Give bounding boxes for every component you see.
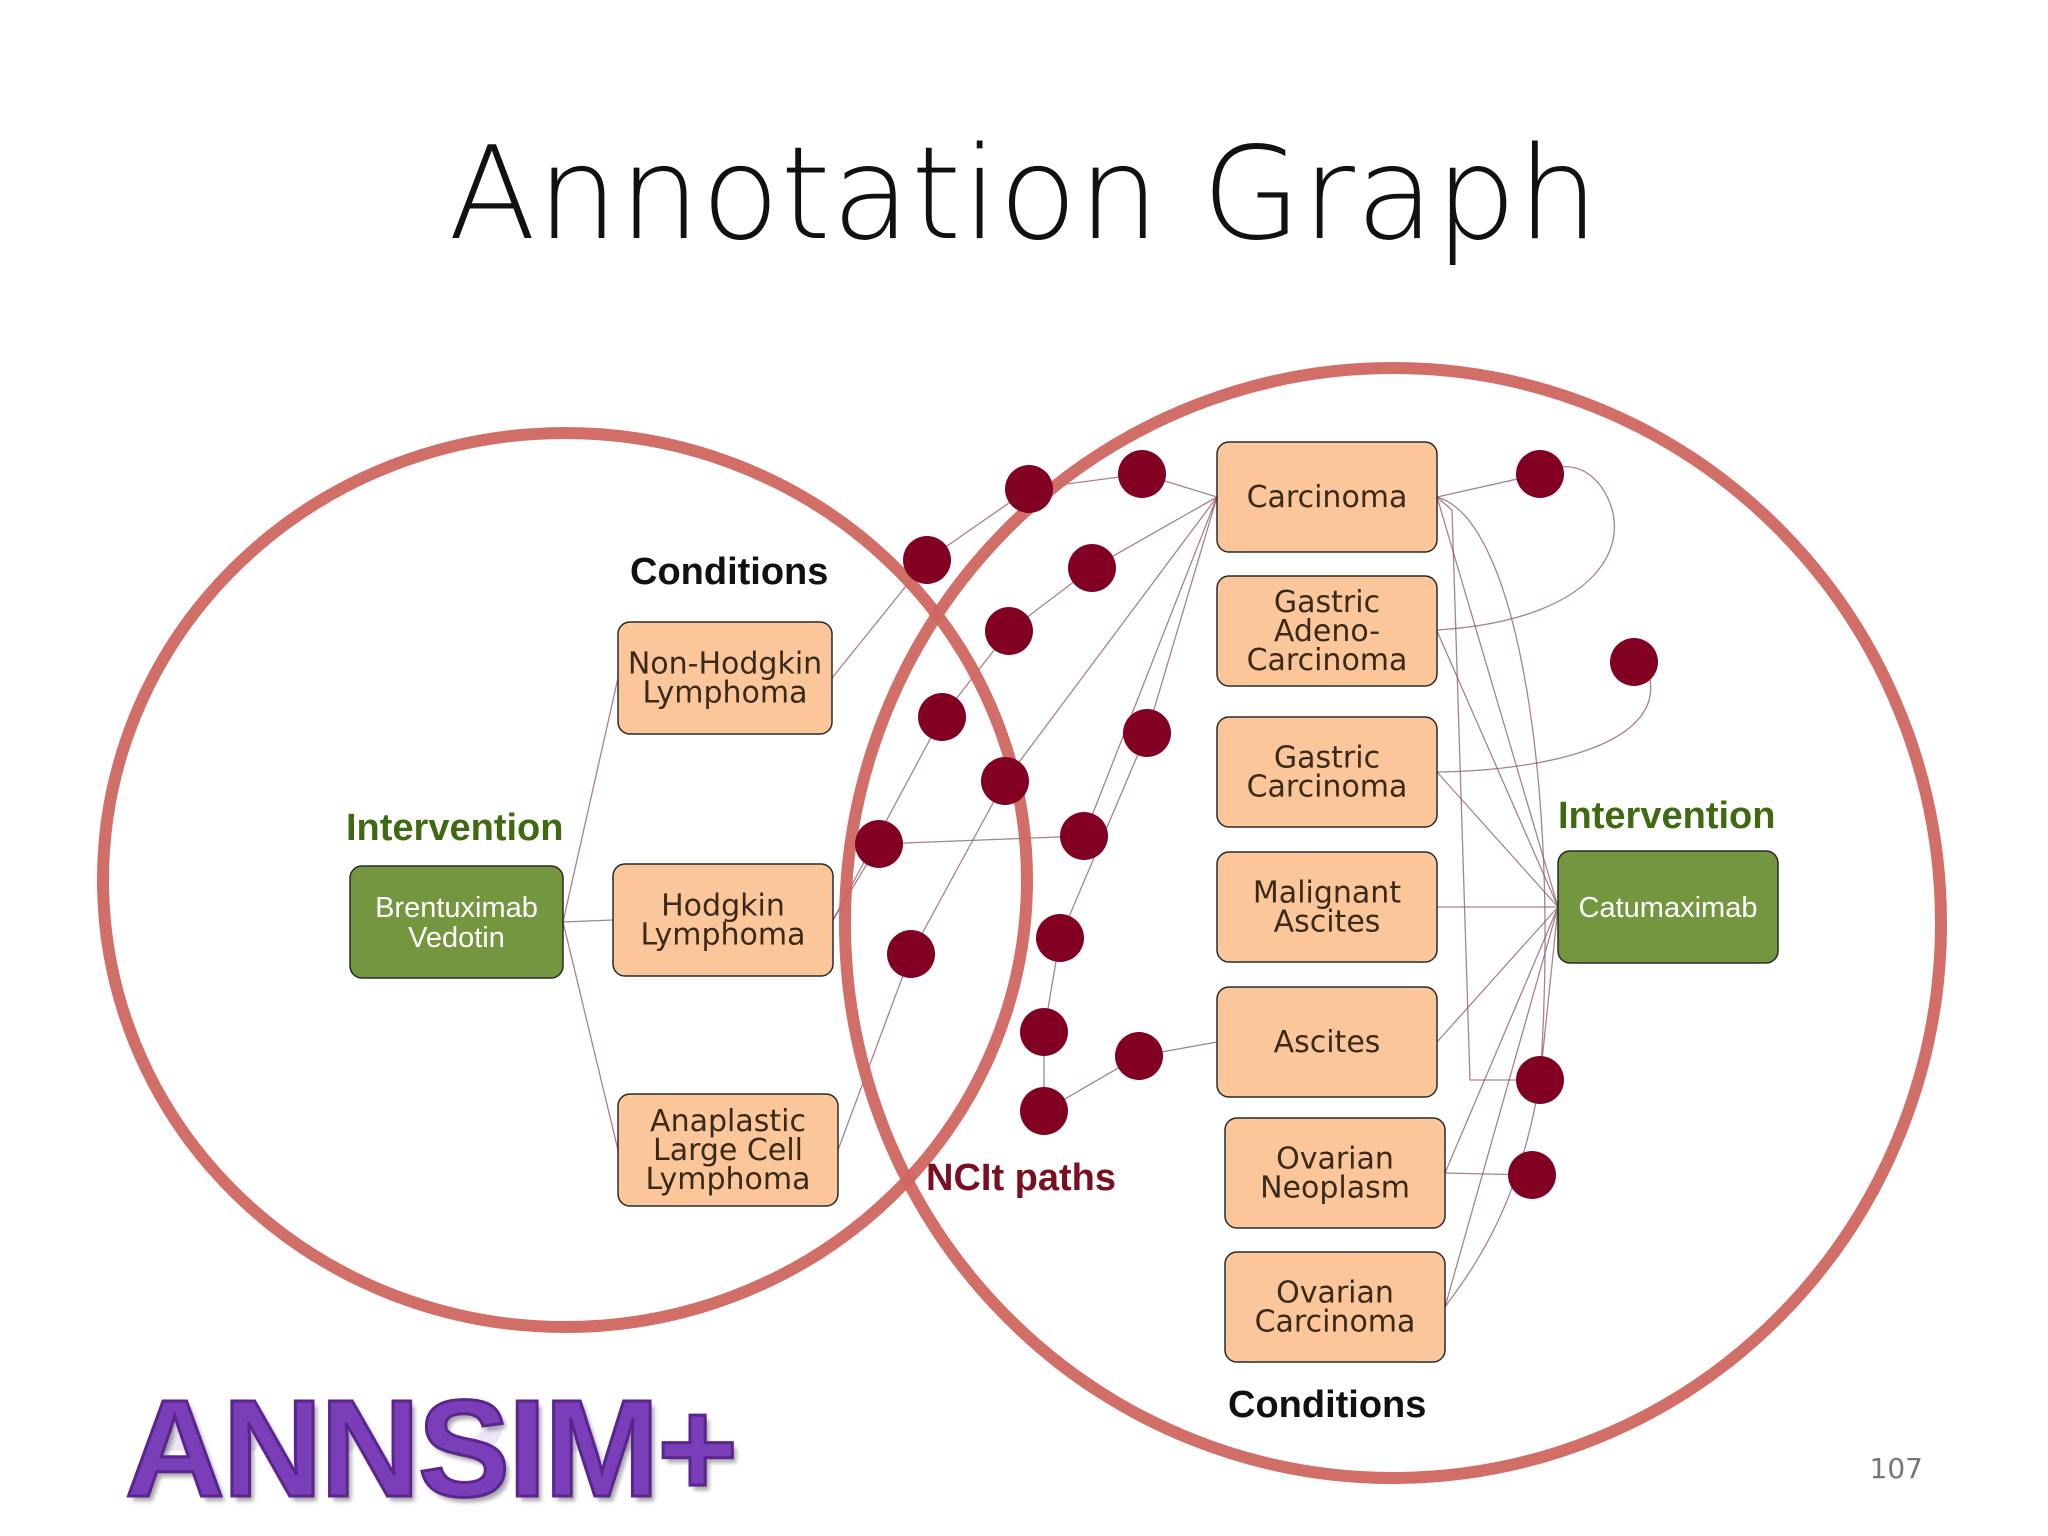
ncit-path-node — [1118, 450, 1166, 498]
ncit-path-node — [1508, 1151, 1556, 1199]
left-condition-node-0-label-line: Non-Hodgkin — [628, 647, 822, 682]
right-intervention-node-label-line: Catumaximab — [1579, 892, 1758, 924]
ncit-path-node — [1068, 544, 1116, 592]
right-condition-node-1-label-line: Gastric — [1274, 585, 1380, 620]
ncit-paths-label: NCIt paths — [926, 1157, 1116, 1199]
edge-left-intervention-1 — [562, 919, 614, 923]
edge-right-intervention-4 — [1436, 906, 1559, 1043]
ncit-path-node — [855, 820, 903, 868]
right-condition-node-5-label-line: Ovarian — [1276, 1142, 1394, 1177]
left-condition-node-2-label-line: Anaplastic — [650, 1104, 806, 1139]
left-condition-node-2-label-line: Lymphoma — [646, 1162, 811, 1197]
right-condition-node-3-box — [1216, 851, 1438, 963]
right-condition-node-6-label-line: Ovarian — [1276, 1276, 1394, 1311]
right-condition-node-2-label-line: Carcinoma — [1247, 770, 1408, 805]
right-condition-node-4-label-line: Ascites — [1274, 1025, 1381, 1060]
right-condition-node-0: Carcinoma — [1216, 441, 1438, 553]
edge-right-intervention-0 — [1436, 496, 1559, 908]
left-condition-node-1-label-line: Lymphoma — [641, 918, 806, 953]
right-condition-node-3-label-line: Ascites — [1274, 905, 1381, 940]
left-condition-node-2-label-line: Large Cell — [653, 1133, 803, 1168]
right-condition-node-1-box — [1216, 575, 1438, 687]
right-condition-node-1-label-line: Carcinoma — [1247, 643, 1408, 678]
right-condition-node-5-box — [1224, 1117, 1446, 1229]
left-condition-node-1-label-line: Hodgkin — [661, 889, 785, 924]
left-group-circle — [97, 427, 1033, 1333]
circles-layer — [97, 362, 1947, 1484]
right-condition-node-6-box — [1224, 1251, 1446, 1363]
right-condition-node-2-label-line: Gastric — [1274, 741, 1380, 776]
ncit-path-node — [1516, 450, 1564, 498]
ncit-path-node — [887, 930, 935, 978]
left-intervention-label: Intervention — [346, 807, 563, 849]
ncit-path-node — [1005, 465, 1053, 513]
left-conditions-label: Conditions — [630, 551, 828, 593]
ncit-path-node — [1036, 914, 1084, 962]
ncit-path-node — [1115, 1032, 1163, 1080]
left-intervention-node-box — [349, 865, 564, 979]
ncit-path-node — [1610, 638, 1658, 686]
right-condition-node-3-label-line: Malignant — [1253, 876, 1401, 911]
brand-logo: ANNSIM+ — [124, 1371, 740, 1528]
edge-left-intervention-0 — [562, 677, 619, 923]
ncit-path-node — [1020, 1008, 1068, 1056]
left-condition-node-0-box — [617, 621, 833, 735]
right-intervention-label: Intervention — [1558, 795, 1775, 837]
right-condition-node-0-box — [1216, 441, 1438, 553]
right-condition-node-5-label-line: Neoplasm — [1260, 1171, 1410, 1206]
boxes-layer: BrentuximabVedotinNon-HodgkinLymphomaHod… — [349, 441, 1779, 1363]
left-intervention-node-label-line: Brentuximab — [375, 892, 538, 924]
ncit-path-node — [1123, 709, 1171, 757]
right-condition-node-2-box — [1216, 716, 1438, 828]
edge-right-intervention-2 — [1436, 771, 1559, 908]
page-number: 107 — [1869, 1452, 1923, 1485]
ncit-path-node — [1020, 1087, 1068, 1135]
ncit-path-node — [985, 607, 1033, 655]
ncit-path-node — [981, 757, 1029, 805]
right-condition-node-0-label-line: Carcinoma — [1247, 480, 1408, 515]
edge-right-intervention-6 — [1444, 906, 1559, 1308]
ncit-curve-1 — [1436, 466, 1615, 631]
right-intervention-node-box — [1557, 850, 1779, 964]
right-condition-node-6-label-line: Carcinoma — [1255, 1305, 1416, 1340]
edge-right-intervention-5 — [1444, 906, 1559, 1174]
right-condition-node-4-box — [1216, 986, 1438, 1098]
left-intervention-node-label-line: Vedotin — [408, 922, 505, 954]
ncit-path-node — [903, 536, 951, 584]
ncit-path-node — [918, 693, 966, 741]
right-condition-node-4: Ascites — [1216, 986, 1438, 1098]
right-group-circle — [839, 362, 1947, 1484]
ncit-path-7 — [1436, 496, 1559, 1081]
path-nodes-layer — [855, 450, 1658, 1199]
ncit-curve-3 — [1436, 496, 1546, 1308]
left-condition-node-1-box — [612, 863, 834, 977]
left-condition-node-0-label-line: Lymphoma — [643, 676, 808, 711]
ncit-path-4 — [837, 496, 1218, 1151]
right-intervention-node: Catumaximab — [1557, 850, 1779, 964]
ncit-path-node — [1516, 1056, 1564, 1104]
ncit-path-5 — [1043, 496, 1218, 1113]
ncit-path-3 — [832, 496, 1218, 921]
left-condition-node-2-box — [617, 1093, 839, 1207]
ncit-curve-2 — [1436, 679, 1652, 773]
edge-left-intervention-2 — [562, 921, 619, 1151]
ncit-path-node — [1060, 812, 1108, 860]
slide-title: Annotation Graph — [448, 120, 1600, 269]
right-conditions-label: Conditions — [1228, 1384, 1426, 1426]
right-condition-node-1-label-line: Adeno- — [1274, 614, 1380, 649]
